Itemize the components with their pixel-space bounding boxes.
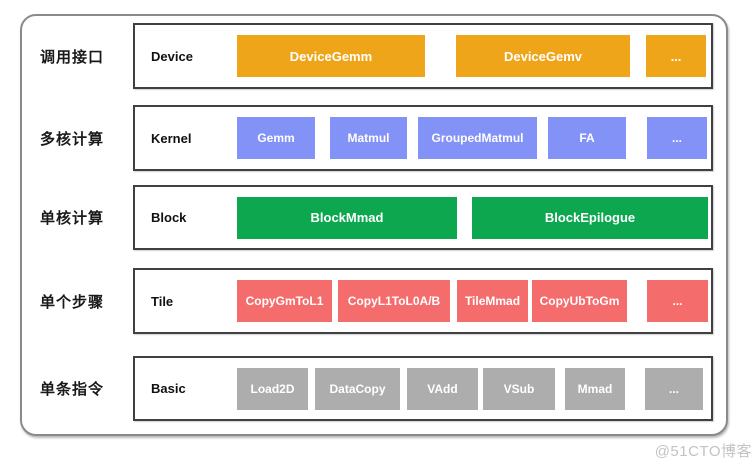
layer-row-block: 单核计算 Block BlockMmad BlockEpilogue <box>40 185 713 250</box>
level-label-basic: Basic <box>151 381 186 396</box>
tile-layer-box: Tile CopyGmToL1 CopyL1ToL0A/B TileMmad C… <box>133 268 713 334</box>
chip-fa: FA <box>548 117 626 159</box>
device-layer-box: Device DeviceGemm DeviceGemv ... <box>133 23 713 89</box>
kernel-chips: Gemm Matmul GroupedMatmul FA ... <box>237 117 707 159</box>
chip-devicegemv: DeviceGemv <box>456 35 630 77</box>
chip-copyl1tol0ab: CopyL1ToL0A/B <box>338 280 450 322</box>
device-chips: DeviceGemm DeviceGemv ... <box>237 35 706 77</box>
chip-gemm: Gemm <box>237 117 315 159</box>
layer-category-label: 单核计算 <box>40 210 105 227</box>
chip-devicegemm: DeviceGemm <box>237 35 425 77</box>
chip-datacopy: DataCopy <box>315 367 400 410</box>
chip-tilemmad: TileMmad <box>457 280 528 322</box>
layer-category-label: 单个步骤 <box>40 293 105 311</box>
layer-category-label: 单条指令 <box>40 381 105 398</box>
chip-matmul: Matmul <box>330 117 407 159</box>
level-label-tile: Tile <box>151 293 174 309</box>
chip-groupedmatmul: GroupedMatmul <box>418 117 537 159</box>
layer-row-tile: 单个步骤 Tile CopyGmToL1 CopyL1ToL0A/B TileM… <box>40 268 713 334</box>
basic-chips: Load2D DataCopy VAdd VSub Mmad ... <box>237 367 703 410</box>
tile-chips: CopyGmToL1 CopyL1ToL0A/B TileMmad CopyUb… <box>237 280 708 322</box>
block-layer-box: Block BlockMmad BlockEpilogue <box>133 185 713 250</box>
level-label-kernel: Kernel <box>151 130 192 146</box>
kernel-layer-box: Kernel Gemm Matmul GroupedMatmul FA ... <box>133 105 713 171</box>
layer-category-label: 多核计算 <box>40 130 105 148</box>
chip-device-ellipsis: ... <box>646 35 706 77</box>
basic-layer-box: Basic Load2D DataCopy VAdd VSub Mmad ... <box>133 356 713 421</box>
chip-load2d: Load2D <box>237 367 308 410</box>
chip-copyubtogm: CopyUbToGm <box>532 280 627 322</box>
chip-blockepilogue: BlockEpilogue <box>472 196 708 239</box>
level-label-device: Device <box>151 48 193 64</box>
layer-row-kernel: 多核计算 Kernel Gemm Matmul GroupedMatmul FA… <box>40 105 713 171</box>
layer-row-device: 调用接口 Device DeviceGemm DeviceGemv ... <box>40 23 713 89</box>
chip-vsub: VSub <box>483 367 555 410</box>
chip-vadd: VAdd <box>407 367 478 410</box>
layer-category-label: 调用接口 <box>40 48 105 66</box>
chip-copygmtol1: CopyGmToL1 <box>237 280 332 322</box>
layer-row-basic: 单条指令 Basic Load2D DataCopy VAdd VSub Mma… <box>40 356 713 421</box>
watermark-51cto: @51CTO博客 <box>654 443 752 460</box>
block-chips: BlockMmad BlockEpilogue <box>237 196 708 239</box>
chip-blockmmad: BlockMmad <box>237 196 457 239</box>
chip-basic-ellipsis: ... <box>645 367 703 410</box>
level-label-block: Block <box>151 210 187 225</box>
chip-kernel-ellipsis: ... <box>647 117 707 159</box>
chip-tile-ellipsis: ... <box>647 280 708 322</box>
chip-mmad: Mmad <box>565 367 625 410</box>
